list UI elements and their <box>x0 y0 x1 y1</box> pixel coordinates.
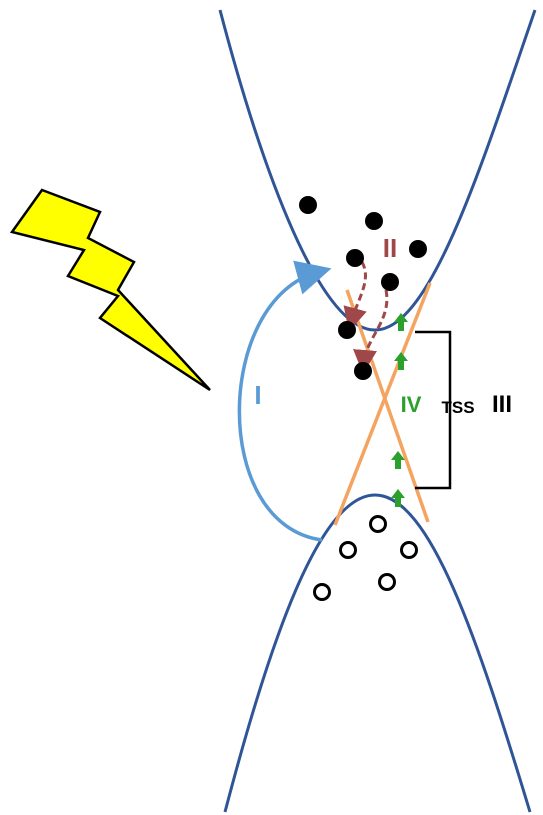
label-tss: TSS <box>441 398 474 417</box>
electrons <box>299 196 427 380</box>
spin-arrow-up-icon <box>391 489 405 507</box>
hole <box>400 541 418 559</box>
label-process-i: I <box>254 380 261 410</box>
electron <box>338 321 356 339</box>
hole <box>313 583 331 601</box>
dirac-cone-line-right <box>333 282 432 526</box>
label-process-iii: III <box>492 391 512 418</box>
label-process-ii: II <box>383 233 397 263</box>
scattering-arrow-2 <box>353 289 389 374</box>
tss-bracket <box>415 330 452 490</box>
spin-arrow-up-icon <box>394 313 408 331</box>
conduction-band <box>218 9 537 332</box>
label-process-iv: IV <box>401 392 422 417</box>
spin-arrows <box>391 313 408 507</box>
spin-arrow-up-icon <box>394 352 408 370</box>
scattering-arrow-1 <box>343 261 367 332</box>
valence-band <box>223 493 532 813</box>
excitation-arrow <box>237 260 332 542</box>
electron <box>381 273 399 291</box>
hole <box>339 541 357 559</box>
electron <box>299 196 317 214</box>
electron <box>354 362 372 380</box>
electron <box>409 240 427 258</box>
electron <box>365 212 383 230</box>
spin-arrow-up-icon <box>391 451 405 469</box>
lightning-bolt-icon <box>9 188 211 392</box>
hole <box>369 515 387 533</box>
hole <box>378 573 396 591</box>
electron <box>346 249 364 267</box>
holes <box>313 515 418 601</box>
